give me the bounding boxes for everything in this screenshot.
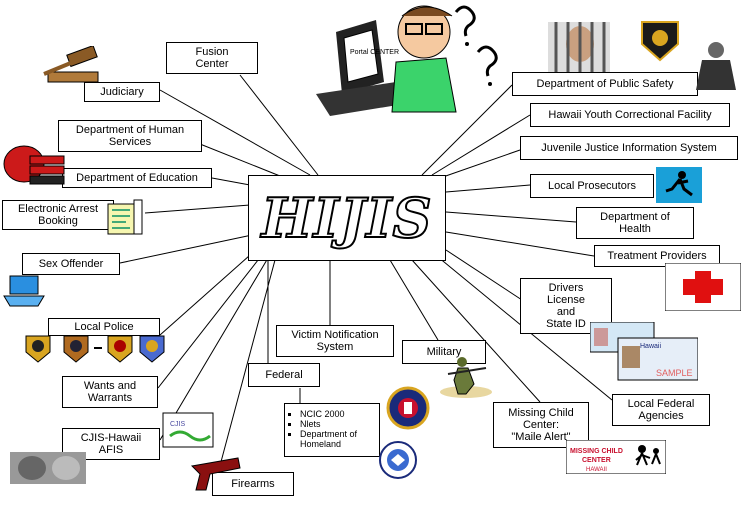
connector-treatment: [445, 231, 595, 257]
node-firearms[interactable]: Firearms: [212, 472, 294, 496]
connector-prosecutors: [445, 184, 531, 193]
connector-eab: [144, 204, 251, 214]
fbi-seal-icon: [386, 386, 430, 430]
node-human-services[interactable]: Department of Human Services: [58, 120, 202, 152]
node-juvenile-justice[interactable]: Juvenile Justice Information System: [520, 136, 738, 160]
federal-systems-box[interactable]: NCIC 2000 Nlets Department of Homeland: [284, 403, 380, 457]
node-federal[interactable]: Federal: [248, 363, 320, 387]
federal-systems-list: NCIC 2000 Nlets Department of Homeland: [288, 409, 376, 449]
node-local-prosecutors[interactable]: Local Prosecutors: [530, 174, 654, 198]
firearm-icon: [190, 457, 241, 491]
connector-fusion: [239, 74, 319, 176]
public-safety-seal-icon: [641, 21, 679, 62]
federal-item-nlets: Nlets: [300, 419, 376, 429]
soldier-icon: [440, 357, 492, 398]
prosecutor-runner-icon: [656, 167, 702, 203]
connector-jjis: [439, 149, 521, 179]
connector-sex-offender: [119, 234, 253, 264]
portal-text-1: Portal CENTER: [350, 49, 399, 56]
node-wants-warrants[interactable]: Wants and Warrants: [62, 376, 158, 408]
node-fusion-center[interactable]: Fusion Center: [166, 42, 258, 74]
connector-judiciary: [159, 89, 311, 176]
node-military[interactable]: Military: [402, 340, 486, 364]
fingerprint-icon: [10, 452, 86, 484]
cjis-logo-icon: CJIS: [162, 412, 214, 448]
missing-child-logo-icon: MISSING CHILD CENTER HAWAII: [566, 440, 666, 474]
node-judiciary[interactable]: Judiciary: [84, 82, 160, 102]
node-treatment-providers[interactable]: Treatment Providers: [594, 245, 720, 267]
connector-health: [445, 211, 577, 223]
federal-item-ncic: NCIC 2000: [300, 409, 376, 419]
education-books-icon: [3, 145, 65, 185]
homeland-security-seal-icon: [379, 441, 417, 479]
node-health[interactable]: Department of Health: [576, 207, 694, 239]
connector-dhs: [189, 139, 286, 179]
connector-local-police: [159, 247, 259, 336]
cjis-small-text: CJIS: [170, 421, 186, 428]
hijis-hub[interactable]: HIJIS: [248, 175, 446, 261]
hub-title: HIJIS: [260, 185, 433, 251]
police-badges-icon: [25, 335, 165, 363]
jail-cell-icon: [548, 22, 610, 72]
missing-logo-text-2: CENTER: [582, 457, 611, 464]
officer-icon: [696, 42, 736, 90]
booking-form-icon: [107, 199, 143, 235]
node-victim-notification[interactable]: Victim Notification System: [276, 325, 394, 357]
connector-hycf: [431, 114, 531, 176]
connector-dps: [421, 84, 513, 176]
driver-license-cards-icon: Hawaii SAMPLE: [590, 322, 698, 381]
connector-missing: [411, 259, 541, 403]
connector-wants: [157, 254, 263, 389]
node-sex-offender[interactable]: Sex Offender: [22, 253, 120, 275]
node-electronic-arrest-booking[interactable]: Electronic Arrest Booking: [2, 200, 114, 230]
node-education[interactable]: Department of Education: [62, 168, 212, 188]
node-local-police[interactable]: Local Police: [48, 318, 160, 336]
gavel-icon: [43, 46, 99, 83]
federal-item-homeland: Department of Homeland: [300, 429, 376, 449]
connector-firearms: [217, 259, 276, 474]
node-youth-correctional[interactable]: Hawaii Youth Correctional Facility: [530, 103, 730, 127]
missing-logo-text-3: HAWAII: [586, 467, 607, 473]
license-sample-text: SAMPLE: [656, 368, 693, 378]
connector-drivers: [445, 249, 523, 301]
node-public-safety[interactable]: Department of Public Safety: [512, 72, 698, 96]
connector-doe: [211, 177, 251, 186]
red-cross-icon: [665, 263, 741, 311]
computer-user-icon: Portal CENTER: [316, 5, 498, 116]
connector-military: [389, 259, 439, 341]
missing-logo-text-1: MISSING CHILD: [570, 448, 623, 455]
laptop-icon: [3, 275, 45, 307]
node-local-federal-agencies[interactable]: Local Federal Agencies: [612, 394, 710, 426]
connector-cjis: [159, 257, 269, 441]
license-hawaii-text: Hawaii: [640, 343, 661, 350]
